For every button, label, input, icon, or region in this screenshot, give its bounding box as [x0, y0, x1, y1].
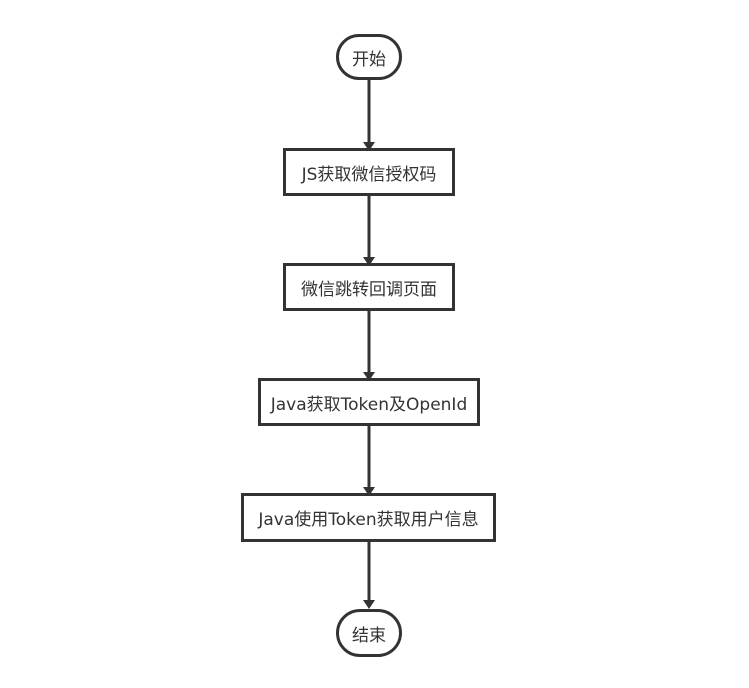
process-node-java-get-user-info: Java使用Token获取用户信息 [241, 493, 496, 542]
edge-step3-step4-arrowhead [363, 487, 375, 496]
process-node-js-get-auth-code: JS获取微信授权码 [283, 148, 455, 196]
process-node-wechat-redirect-callback: 微信跳转回调页面 [283, 263, 455, 311]
process-node-java-get-token-openid: Java获取Token及OpenId [258, 378, 480, 426]
edge-start-step1-arrowhead [363, 142, 375, 151]
edge-step4-end-arrowhead [363, 600, 375, 609]
edge-step2-step3-arrowhead [363, 372, 375, 381]
edge-step1-step2-arrowhead [363, 257, 375, 266]
start-node: 开始 [336, 34, 402, 80]
end-node: 结束 [336, 609, 402, 657]
